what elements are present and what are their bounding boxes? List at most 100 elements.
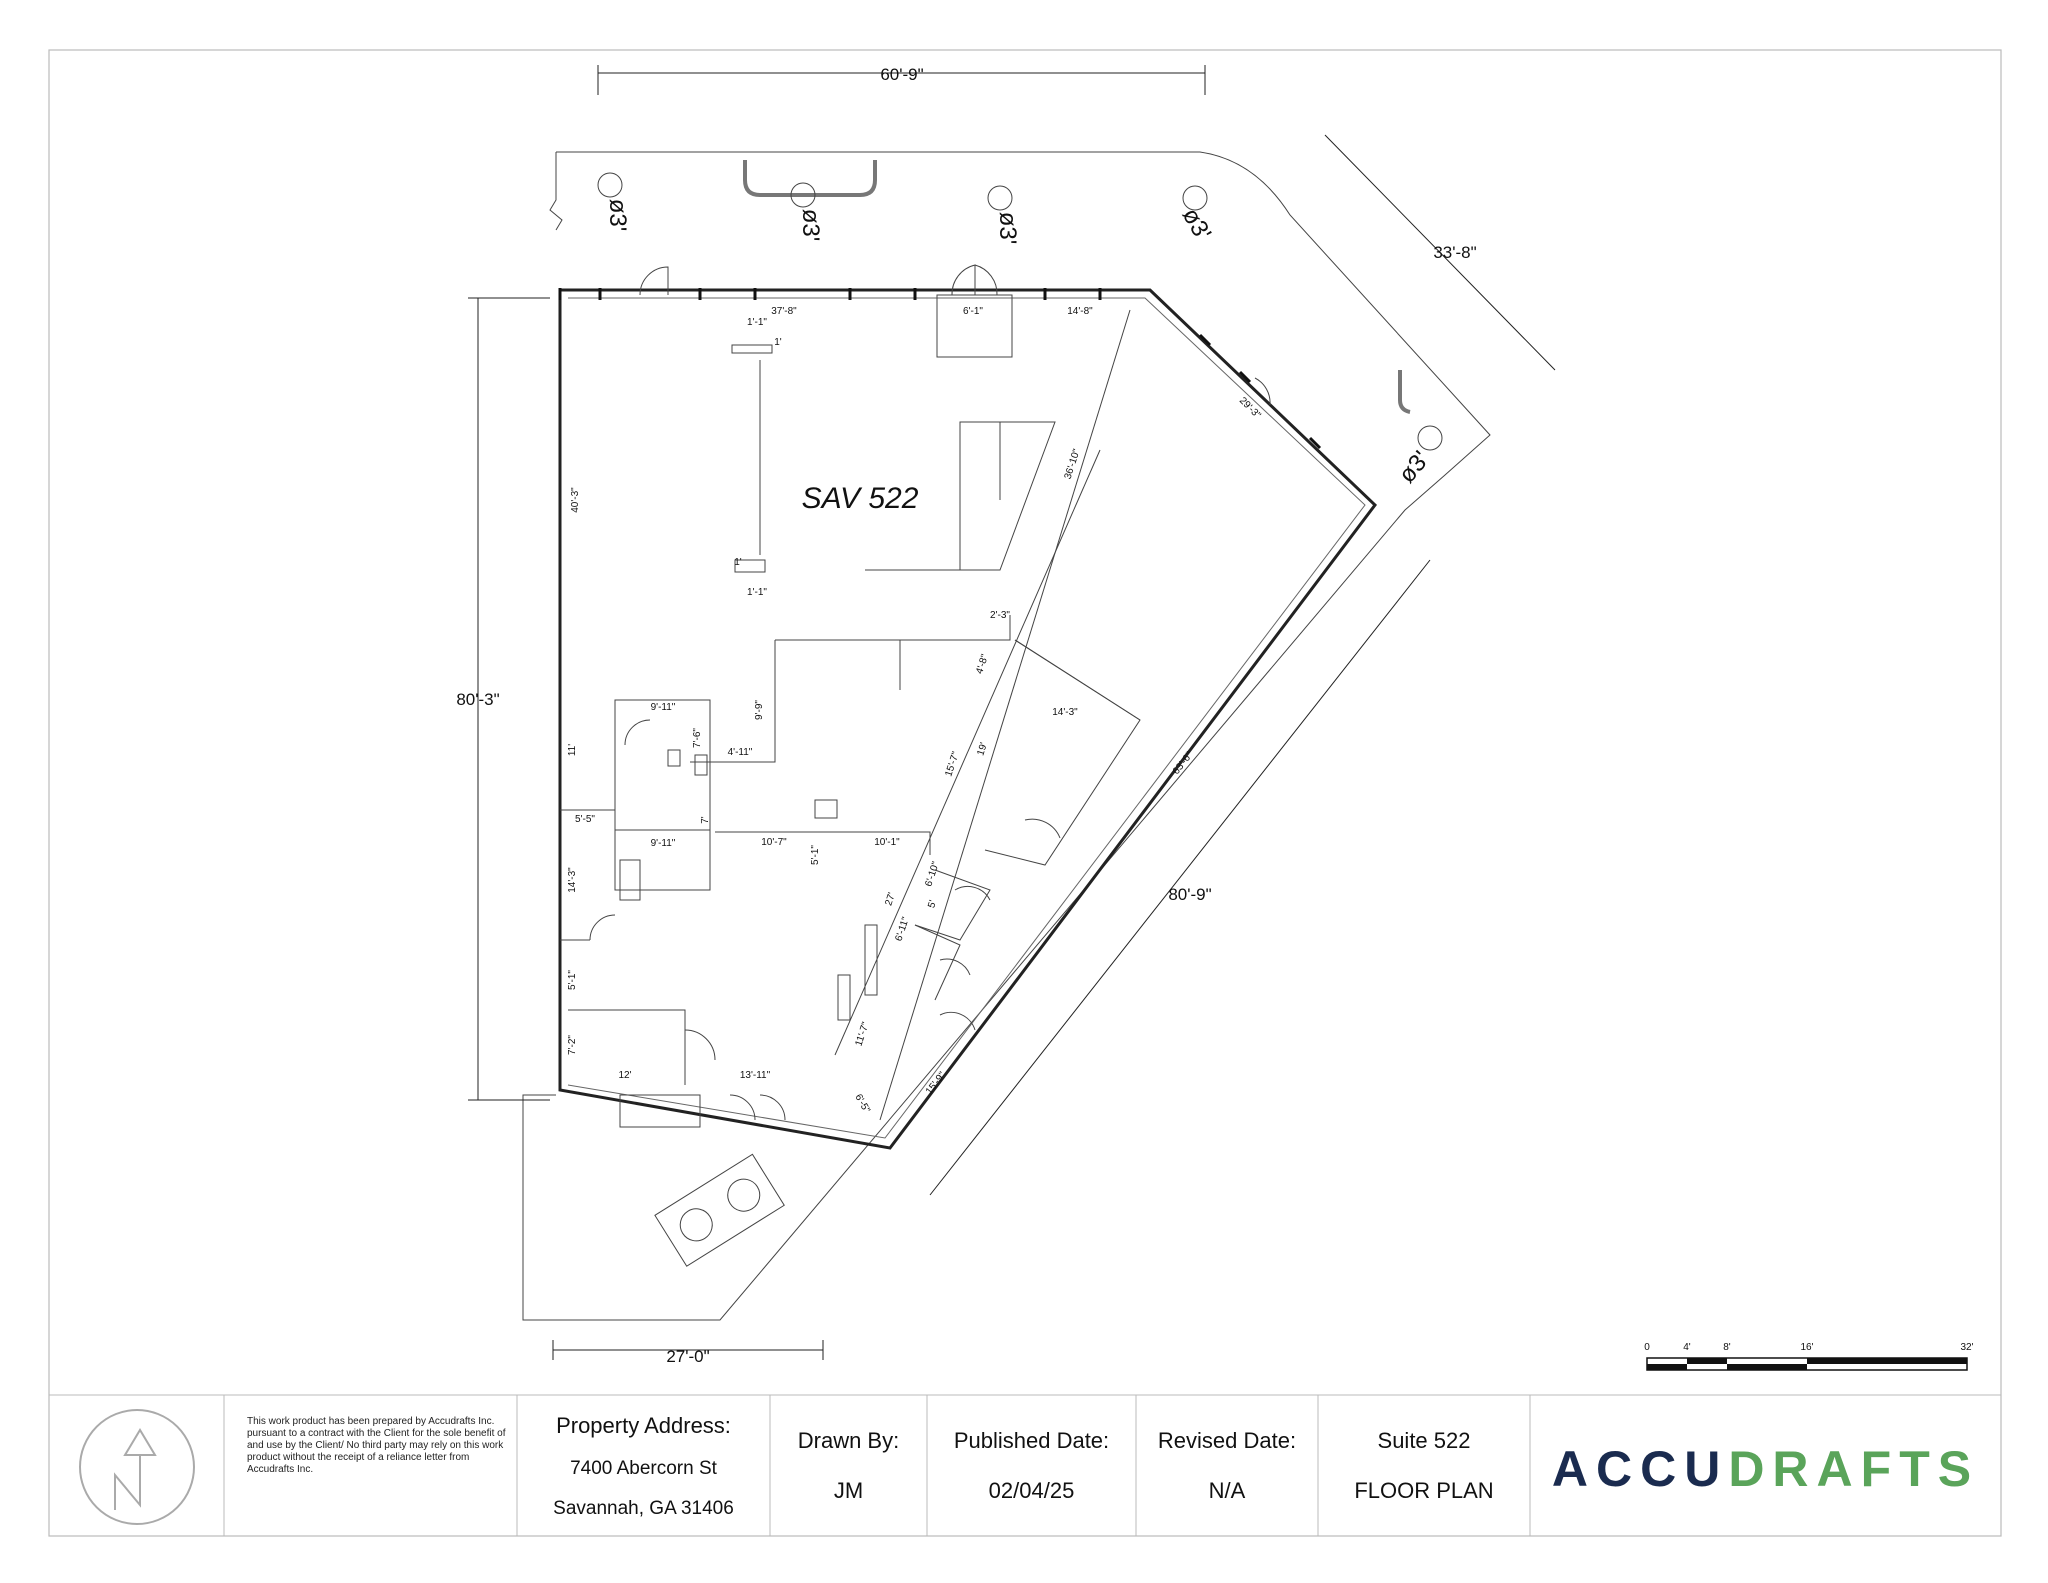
room-dim: 15'-7" (943, 750, 961, 778)
planter (619, 1094, 701, 1128)
fixture (694, 754, 708, 776)
lockers (837, 974, 851, 1021)
building-outline (558, 288, 1378, 1150)
room-dim: 13'-11" (740, 1070, 771, 1081)
scale-label: 32' (1960, 1342, 1973, 1353)
room-dim: 37'-8" (771, 306, 797, 317)
column-circle (790, 182, 816, 208)
room-wall (1014, 639, 1141, 721)
scale-label: 0 (1644, 1342, 1650, 1353)
room-wall (568, 1009, 686, 1085)
door-swing (589, 914, 616, 941)
restroom (614, 829, 711, 891)
bike-rack (1398, 370, 1411, 414)
column-circle (597, 172, 623, 198)
column-circle (1182, 185, 1208, 211)
door-swing (684, 1029, 716, 1061)
room-dim: 36'-10" (1063, 447, 1083, 480)
scale-label: 16' (1800, 1342, 1813, 1353)
column-marker: ø3' (604, 199, 631, 232)
building-inner-wall (567, 297, 1366, 1139)
room-dim: 40'-3" (570, 487, 581, 513)
room-dim: 6'-5" (852, 1092, 872, 1115)
column-marker: ø3' (1393, 446, 1435, 488)
room-dim: 4'-11" (728, 747, 753, 758)
room-dim: 11'-7" (854, 1020, 872, 1047)
room-dim: 14'-3" (1052, 707, 1078, 718)
room-dim: 5'-5" (575, 814, 595, 825)
room-dim: 9'-11" (651, 702, 676, 713)
room-dim: 1' (774, 337, 782, 348)
door-swing (1024, 818, 1061, 839)
door-swing (974, 264, 998, 296)
window-mullions (558, 288, 1322, 450)
room-dim: 9'-9" (754, 700, 765, 720)
interior-angled-wall (879, 309, 1131, 1121)
dim-left: 80'-3" (456, 690, 499, 709)
room-dim: 5'-1" (567, 970, 578, 990)
sheet-border (48, 49, 2002, 1537)
fixture (667, 749, 681, 767)
room-dim: 12' (618, 1070, 631, 1081)
room-dim: 15'-9" (924, 1070, 949, 1097)
room-dim: 7'-6" (692, 728, 703, 748)
fixture (814, 799, 838, 819)
scale-bar (1646, 1357, 1968, 1371)
room-dim: 6'-10" (923, 860, 941, 888)
door-swing (951, 264, 976, 296)
room-dim: 5'-1" (810, 845, 821, 865)
partition-cap (731, 344, 773, 354)
door-swing (639, 266, 669, 296)
room-dim: 5' (926, 899, 939, 910)
room-wall (560, 809, 615, 941)
room-wall (715, 831, 931, 855)
door-swing (939, 958, 971, 976)
lockers (864, 924, 878, 996)
room-wall (690, 615, 1011, 763)
door-swing (624, 719, 651, 746)
room-dim: 4'-8" (974, 653, 991, 676)
room-dim: 11' (567, 744, 578, 756)
room-dim: 9'-11" (651, 838, 676, 849)
column-circle (987, 185, 1013, 211)
room-dim: 10'-7" (761, 837, 787, 848)
partition-cap (734, 559, 766, 573)
north-arrow-icon (79, 1409, 195, 1525)
dimension-lines (468, 65, 1556, 1360)
floor-plan (522, 151, 1491, 1321)
room-dim: 1' (734, 557, 742, 568)
scale-label: 8' (1723, 1342, 1731, 1353)
column-circle (1417, 425, 1443, 451)
room-dim: 10'-1" (874, 837, 900, 848)
patio-table (654, 1153, 785, 1267)
sidewalk-outline (522, 151, 1491, 1321)
dim-top: 60'-9" (880, 65, 923, 84)
interior-angled-wall-2 (834, 449, 1101, 1056)
door-swing (954, 886, 991, 901)
room-dim: 1'-1" (747, 317, 767, 328)
room-dim: 14'-8" (1067, 306, 1093, 317)
column-marker: ø3' (994, 212, 1021, 245)
title-block-frame (49, 1394, 2001, 1536)
room-dim: 6'-1" (963, 306, 983, 317)
door-swing (1254, 377, 1271, 406)
column-marker: ø3' (797, 209, 824, 242)
break-line (549, 152, 563, 231)
dim-angled-top: 33'-8" (1433, 243, 1476, 262)
fixture (619, 859, 641, 901)
room-dim: 19' (975, 741, 990, 757)
room-dim: 6'-11" (894, 915, 912, 942)
room-dim: 7'-2" (567, 1035, 578, 1055)
room-dim: 14'-3" (567, 867, 578, 893)
room-wall (914, 869, 991, 941)
room-dim: 7' (700, 816, 711, 824)
room-dim: 63'-6" (1171, 750, 1196, 777)
bike-rack (743, 160, 877, 197)
door-swing (729, 1094, 786, 1121)
room-wall (914, 924, 961, 1001)
room-dim: 2'-3" (990, 610, 1010, 621)
room-dim: 29'-3" (1237, 395, 1263, 421)
room-dim: 27' (883, 891, 898, 907)
